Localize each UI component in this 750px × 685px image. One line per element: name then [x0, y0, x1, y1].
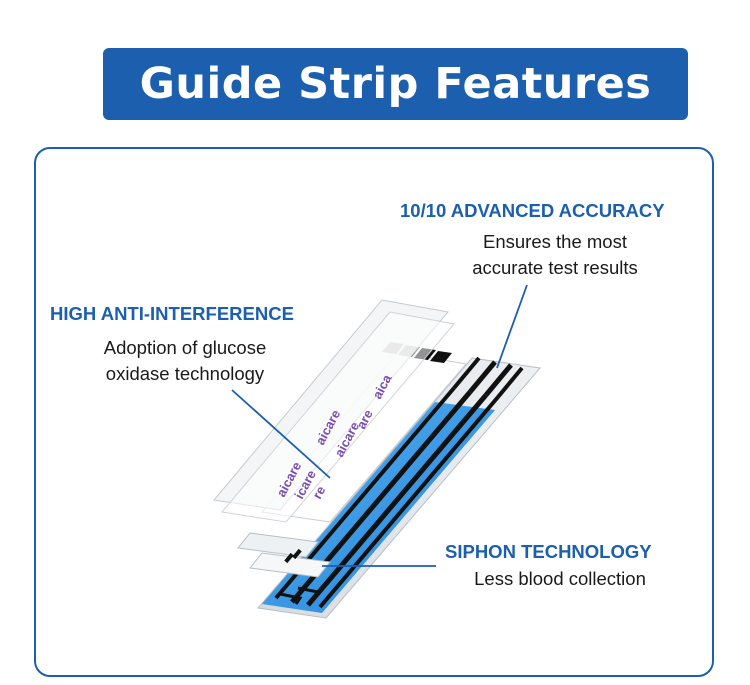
- accuracy-title: 10/10 ADVANCED ACCURACY: [400, 200, 665, 221]
- interference-pointer: [231, 389, 331, 479]
- strip-spacer-layer: [237, 532, 331, 578]
- accuracy-desc-line: Ensures the most: [483, 231, 627, 252]
- interference-title: HIGH ANTI-INTERFERENCE: [50, 303, 294, 324]
- siphon-title: SIPHON TECHNOLOGY: [445, 541, 652, 562]
- siphon-description: Less blood collection: [445, 566, 675, 592]
- accuracy-pointer: [496, 284, 528, 369]
- interference-desc-line: Adoption of glucose: [103, 337, 267, 358]
- page-title: Guide Strip Features: [139, 59, 652, 109]
- pointer-lines: [231, 284, 528, 567]
- strip-cover-layer: [213, 299, 455, 523]
- interference-desc-line: oxidase technology: [105, 363, 265, 384]
- interference-description: Adoption of glucose oxidase technology: [70, 335, 300, 387]
- accuracy-desc-line: accurate test results: [472, 257, 638, 278]
- accuracy-description: Ensures the most accurate test results: [440, 229, 670, 281]
- title-banner: Guide Strip Features: [103, 48, 688, 120]
- feature-frame: [34, 147, 714, 677]
- siphon-desc-line: Less blood collection: [474, 568, 646, 589]
